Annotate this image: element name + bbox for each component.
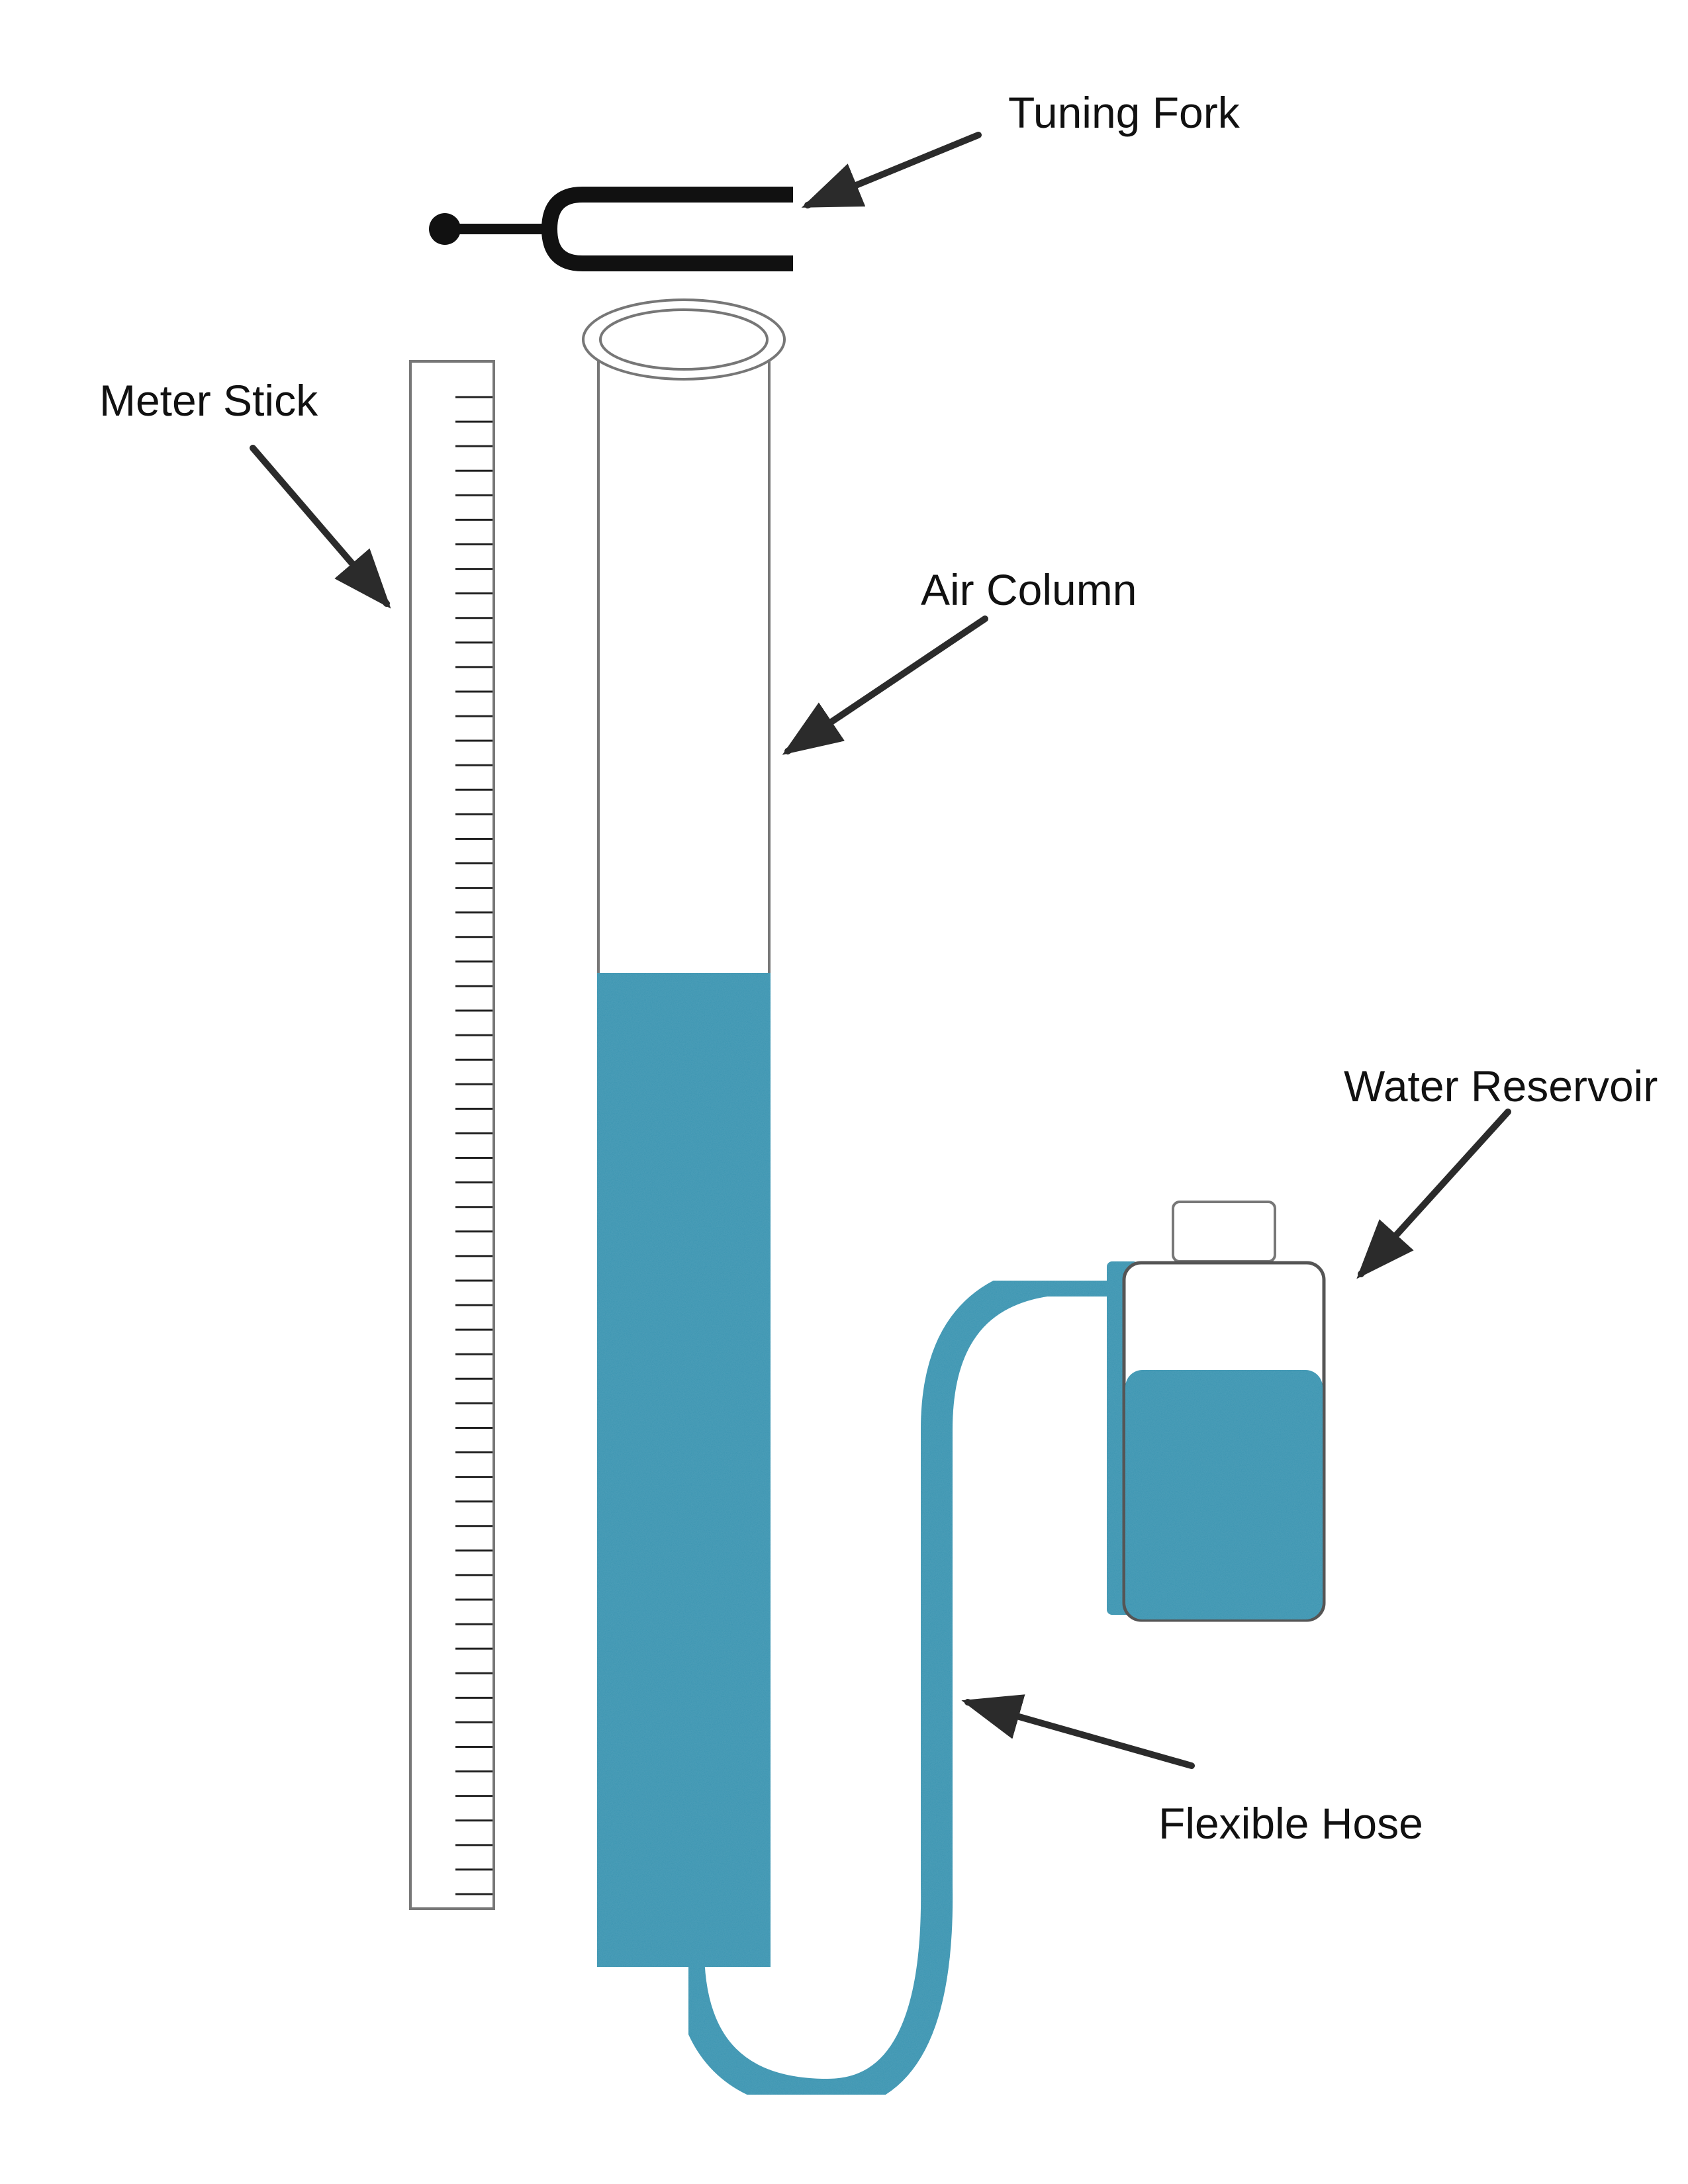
air-column-tube (582, 298, 786, 1967)
meter-stick (409, 360, 495, 1910)
water-reservoir-arrow (1356, 1109, 1511, 1279)
flexible-hose-label: Flexible Hose (1158, 1799, 1423, 1848)
meter-stick-ticks (455, 396, 492, 1895)
tuning-fork-label: Tuning Fork (1008, 88, 1240, 137)
tuning-fork-icon (429, 187, 793, 271)
water-reservoir-label: Water Reservoir (1344, 1062, 1658, 1111)
meter-stick-arrow (250, 445, 391, 609)
flexible-hose-arrow (961, 1694, 1195, 1769)
water-reservoir (1107, 1201, 1326, 1622)
air-column-label: Air Column (921, 565, 1137, 614)
tuning-fork-arrow (801, 132, 982, 208)
water-column (597, 973, 771, 1967)
flexible-hose (673, 1265, 1135, 2111)
meter-stick-label: Meter Stick (99, 376, 318, 425)
air-column-arrow (782, 615, 988, 755)
